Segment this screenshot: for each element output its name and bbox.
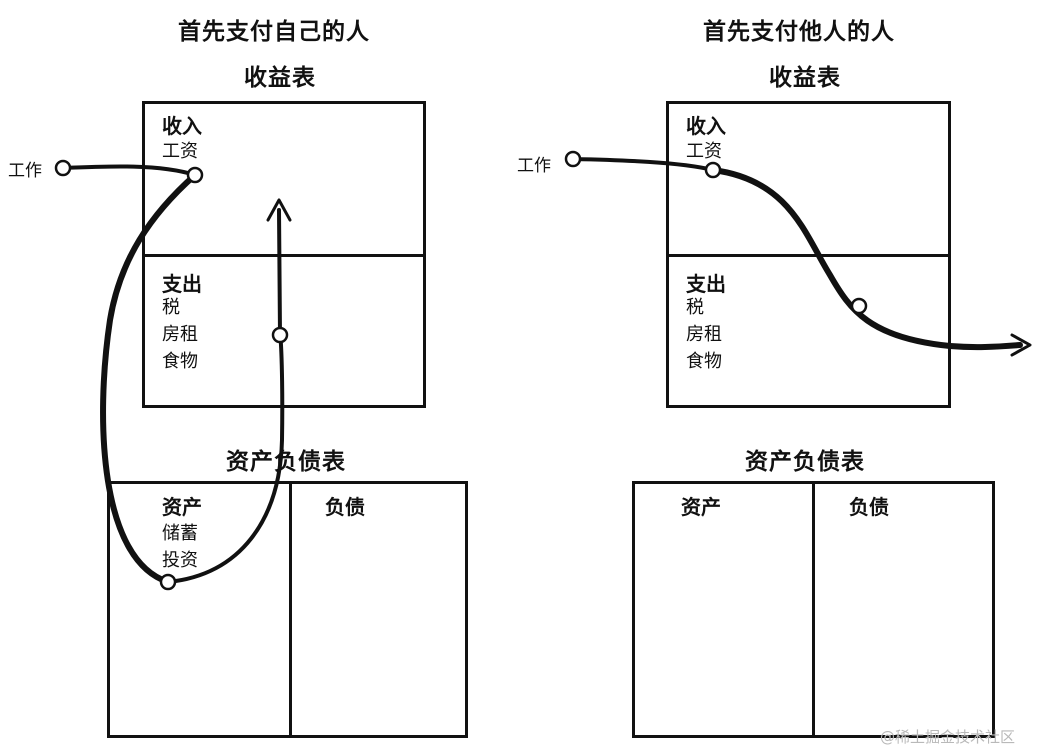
- right-balance-divider: [812, 484, 815, 735]
- right-work-to-salary-arrow: [571, 157, 715, 172]
- left-title: 首先支付自己的人: [178, 19, 370, 45]
- watermark: @稀土掘金技术社区: [880, 728, 1016, 746]
- right-out-arrowhead-icon: [1010, 333, 1032, 357]
- left-income-divider: [145, 254, 423, 257]
- right-expense-node: [850, 297, 868, 315]
- left-assets-label: 资产: [162, 495, 202, 519]
- left-asset-item-investments: 投资: [162, 550, 198, 571]
- left-expense-node: [271, 326, 289, 344]
- left-asset-node: [159, 573, 177, 591]
- right-income-divider: [669, 254, 948, 257]
- right-balance-sheet-title: 资产负债表: [745, 449, 865, 475]
- left-income-statement: [142, 101, 426, 408]
- left-up-arrowhead-icon: [266, 198, 292, 222]
- right-income-item-salary: 工资: [686, 141, 722, 162]
- left-asset-item-savings: 储蓄: [162, 523, 198, 544]
- right-assets-label: 资产: [681, 495, 721, 519]
- right-expense-label: 支出: [686, 272, 726, 296]
- right-expense-item-food: 食物: [686, 351, 722, 372]
- right-salary-to-expenses-arrow: [710, 167, 1023, 351]
- left-work-to-salary-arrow: [61, 164, 197, 177]
- left-work-label: 工作: [8, 161, 42, 181]
- right-balance-sheet: [632, 481, 995, 738]
- right-work-node: [564, 150, 582, 168]
- left-expense-item-tax: 税: [162, 297, 180, 318]
- right-income-label: 收入: [686, 114, 726, 138]
- left-salary-to-assets-arrow: [100, 172, 198, 585]
- left-expense-item-rent: 房租: [162, 324, 198, 345]
- right-salary-node: [704, 161, 722, 179]
- right-income-statement: [666, 101, 951, 408]
- right-liabilities-label: 负债: [849, 495, 889, 519]
- left-liabilities-label: 负债: [325, 495, 365, 519]
- left-expense-item-food: 食物: [162, 351, 198, 372]
- left-balance-sheet: [107, 481, 468, 738]
- right-income-statement-title: 收益表: [769, 65, 841, 91]
- right-work-label: 工作: [517, 156, 551, 176]
- right-expense-item-tax: 税: [686, 297, 704, 318]
- left-balance-divider: [289, 484, 292, 735]
- left-income-item-salary: 工资: [162, 141, 198, 162]
- left-income-label: 收入: [162, 114, 202, 138]
- left-balance-sheet-title: 资产负债表: [226, 449, 346, 475]
- left-assets-to-expenses-arrow: [166, 208, 285, 584]
- right-expense-item-rent: 房租: [686, 324, 722, 345]
- left-income-statement-title: 收益表: [244, 65, 316, 91]
- left-expense-label: 支出: [162, 272, 202, 296]
- right-title: 首先支付他人的人: [703, 19, 895, 45]
- left-salary-node: [186, 166, 204, 184]
- left-work-node: [54, 159, 72, 177]
